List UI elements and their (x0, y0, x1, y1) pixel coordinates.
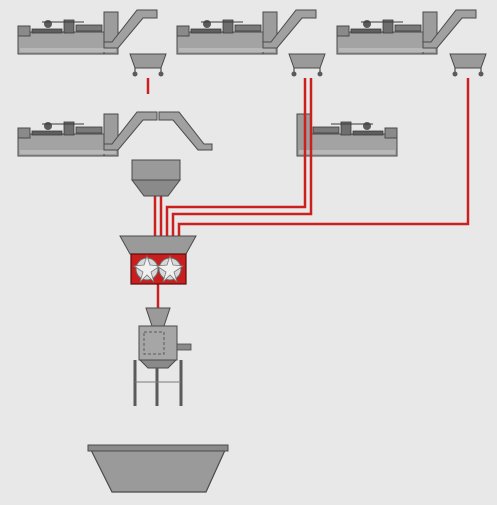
extruder-line-top-left (17, 9, 158, 55)
extruder-line-middle-right (158, 111, 398, 157)
granulator (133, 307, 192, 406)
rotor-right (155, 254, 185, 283)
collection-cart-top-right (449, 53, 487, 78)
collection-cart-top-left (129, 53, 167, 78)
twin-rotor-shredder (130, 253, 187, 285)
transport-pipes (146, 78, 470, 308)
pipe-center-cart-b (171, 78, 313, 236)
feed-hopper (131, 159, 181, 197)
extruder-line-top-center (176, 9, 317, 55)
collection-cart-top-center (288, 53, 326, 78)
shredder-hopper (119, 235, 197, 255)
pipe-right-cart (177, 78, 470, 236)
extruder-line-top-right (336, 9, 477, 55)
rotor-left (132, 254, 162, 283)
extruder-line-middle-left (17, 111, 158, 157)
output-bin (87, 444, 229, 493)
pipe-center-cart-a (165, 78, 307, 236)
